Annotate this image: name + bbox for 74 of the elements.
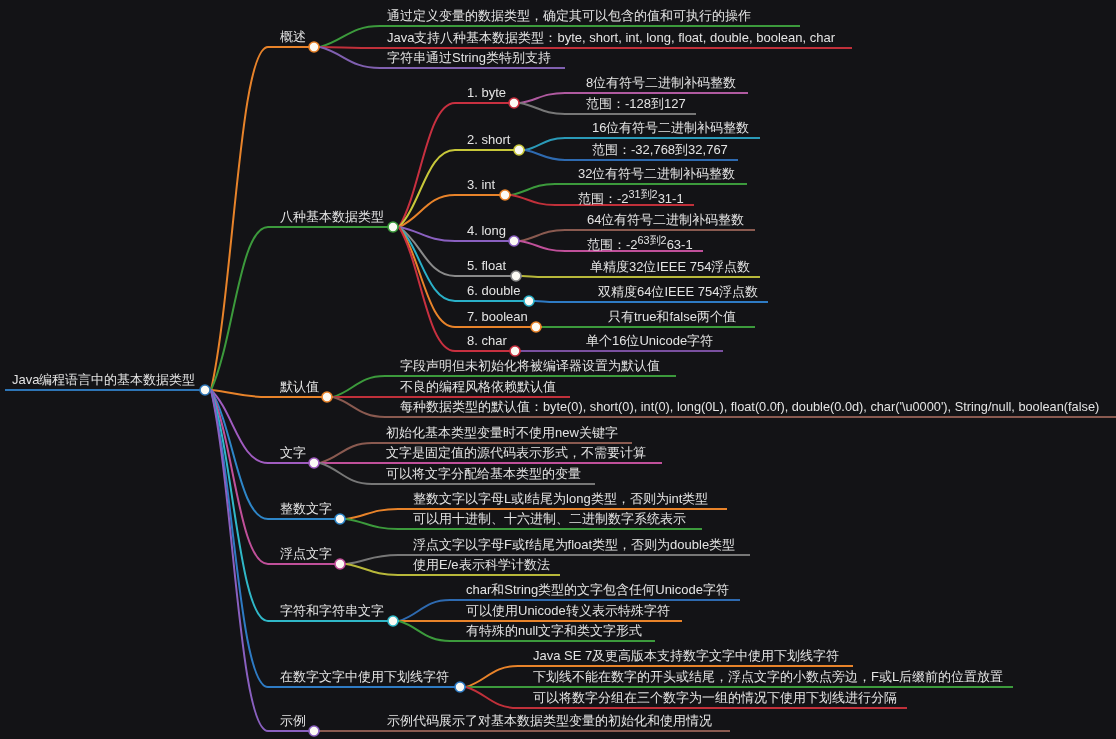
- branch-line: [210, 226, 269, 391]
- underlined-topic: 32位有符号二进制补码整数: [555, 165, 747, 185]
- underlined-topic: 整数文字以字母L或l结尾为long类型，否则为int类型: [398, 490, 727, 510]
- underlined-topic: 字符串通过String类特别支持: [380, 49, 565, 69]
- underlined-topic: 可以将数字分组在三个数字为一组的情况下使用下划线进行分隔: [518, 689, 907, 709]
- branch-line: [541, 326, 566, 328]
- underlined-topic: 使用E/e表示科学计数法: [398, 556, 560, 576]
- branch-line: [398, 620, 451, 642]
- underlined-topic: 64位有符号二进制补码整数: [565, 211, 755, 231]
- branch-line: [210, 389, 269, 464]
- branch-line: [398, 620, 451, 622]
- branch-line: [345, 518, 399, 530]
- underlined-topic: 可以将文字分配给基本类型的变量: [372, 465, 595, 485]
- branch-line: [319, 730, 336, 732]
- underlined-topic: 初始化基本类型变量时不使用new关键字: [372, 424, 632, 444]
- branch-line: [465, 665, 519, 688]
- branch-line: [398, 226, 456, 352]
- underlined-topic: 通过定义变量的数据类型，确定其可以包含的值和可执行的操作: [380, 7, 800, 27]
- branch-line: [520, 350, 546, 352]
- underlined-topic: 范围：-32,768到32,767: [565, 141, 738, 161]
- branch-line: [345, 563, 399, 576]
- underlined-topic: 字段声明但未初始化将被编译器设置为默认值: [385, 357, 676, 377]
- branch-line: [319, 462, 373, 464]
- underlined-topic: 不良的编程风格依赖默认值: [385, 378, 570, 398]
- underlined-topic: 下划线不能在数字的开头或结尾，浮点文字的小数点旁边，F或L后缀前的位置放置: [518, 668, 1013, 688]
- branch-line: [319, 462, 373, 485]
- underlined-topic: 每种数据类型的默认值：byte(0), short(0), int(0), long(0L), float(0.0f), double(0.0d), char('\u0000'), String/null, boolean(false): [385, 398, 1116, 418]
- branch-line: [398, 194, 456, 228]
- underlined-topic: 单精度32位IEEE 754浮点数: [545, 258, 760, 278]
- underlined-topic: 8位有符号二进制补码整数: [565, 74, 748, 94]
- underlined-topic: 可以用十进制、十六进制、二进制数字系统表示: [398, 510, 702, 530]
- branch-line: [398, 226, 456, 242]
- underlined-topic: 文字是固定值的源代码表示形式，不需要计算: [372, 444, 662, 464]
- branch-line: [210, 389, 269, 398]
- branch-line: [398, 102, 456, 228]
- branch-line: [332, 375, 386, 398]
- branch-line: [332, 396, 386, 418]
- branch-line: [465, 686, 519, 688]
- branch-line: [210, 389, 269, 565]
- underlined-topic: 有特殊的null文字和类文字形式: [450, 622, 655, 642]
- underlined-topic: 只有true和false两个值: [565, 308, 755, 328]
- branch-line: [519, 92, 566, 104]
- branch-line: [521, 275, 546, 278]
- branch-line: [319, 442, 373, 464]
- underlined-topic: 双精度64位IEEE 754浮点数: [556, 283, 768, 303]
- underlined-topic: 范围：-128到127: [565, 95, 696, 115]
- branch-line: [510, 183, 556, 196]
- branch-line: [524, 149, 566, 161]
- underlined-topic: Java支持八种基本数据类型：byte, short, int, long, float, double, boolean, char: [380, 29, 852, 49]
- branch-line: [465, 686, 519, 709]
- branch-line: [519, 102, 566, 115]
- underlined-topic: Java SE 7及更高版本支持数字文字中使用下划线字符: [518, 647, 853, 667]
- underlined-topic: 范围：-2$^{63到2}$63-1: [565, 232, 703, 252]
- underlined-topic: 示例代码展示了对基本数据类型变量的初始化和使用情况: [335, 712, 730, 732]
- branch-line: [319, 46, 381, 69]
- branch-line: [398, 149, 456, 228]
- underlined-topic: 可以使用Unicode转义表示特殊字符: [450, 602, 682, 622]
- branch-line: [524, 137, 566, 151]
- branch-line: [319, 25, 381, 48]
- underlined-topic: 浮点文字以字母F或f结尾为float类型，否则为double类型: [398, 536, 750, 556]
- underlined-topic: 16位有符号二进制补码整数: [565, 119, 760, 139]
- underlined-topic: 单个16位Unicode字符: [545, 332, 723, 352]
- branch-line: [398, 599, 451, 622]
- underlined-topic: 范围：-2$^{31到2}$31-1: [555, 186, 694, 206]
- branch-line: [332, 396, 386, 398]
- branch-line: [319, 46, 381, 49]
- branch-line: [398, 226, 456, 328]
- branch-line: [210, 46, 269, 391]
- underlined-topic: char和String类型的文字包含任何Unicode字符: [450, 581, 740, 601]
- branch-line: [519, 240, 566, 252]
- branch-line: [510, 194, 556, 206]
- branch-line: [534, 300, 557, 303]
- branch-line: [398, 226, 456, 302]
- branch-line: [519, 229, 566, 242]
